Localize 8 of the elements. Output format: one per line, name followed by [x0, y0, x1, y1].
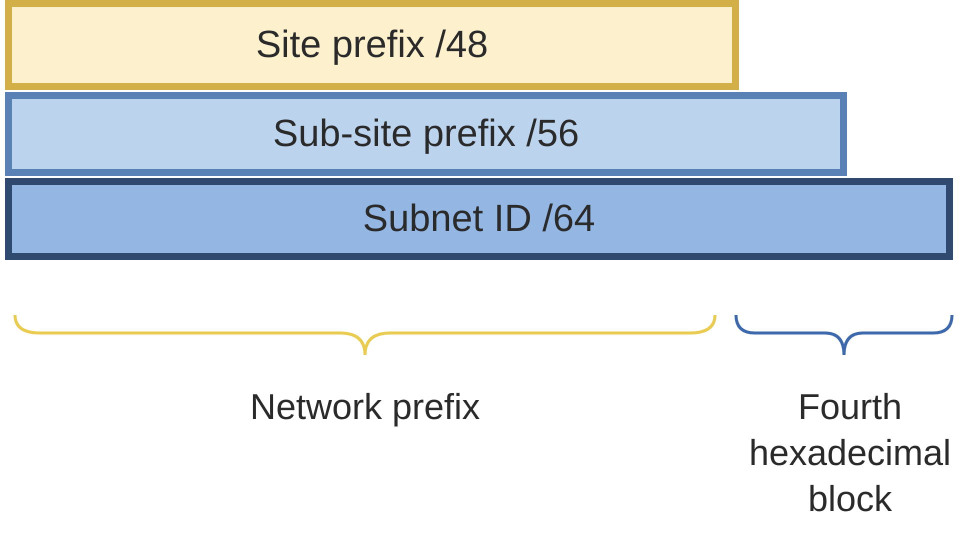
prefix-bar: [5, 178, 953, 260]
bar-label: Site prefix /48: [256, 24, 488, 66]
prefix-bar: [5, 92, 847, 176]
bar-label: Subnet ID /64: [362, 198, 596, 240]
bracket-label: Fourth hexadecimal block: [748, 385, 952, 521]
bracket-label: Network prefix: [248, 385, 482, 429]
bar-label: Sub-site prefix /56: [272, 112, 580, 156]
prefix-bar: [5, 0, 739, 90]
